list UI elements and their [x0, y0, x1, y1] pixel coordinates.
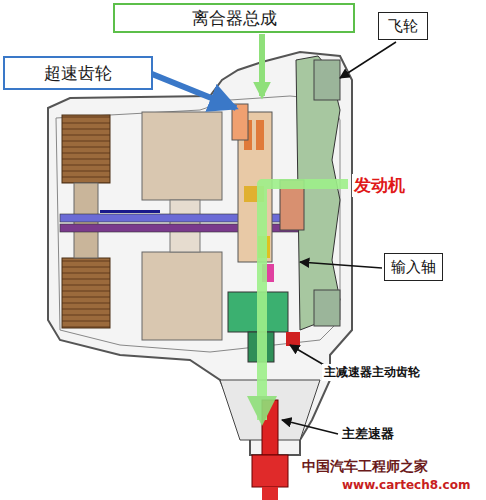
part-label: 发动机: [352, 174, 407, 197]
part-label: 主差速器: [340, 425, 396, 443]
watermark: 中国汽车工程师之家: [300, 458, 430, 476]
part-label: 主减速器主动齿轮: [322, 364, 422, 381]
callout-text: 离合器总成: [192, 7, 277, 30]
callout-text: 飞轮: [388, 17, 418, 36]
callout-text: 输入轴: [391, 258, 436, 277]
callout-text: 超速齿轮: [44, 62, 112, 85]
callout-box: 飞轮: [378, 12, 428, 40]
callout-box: 输入轴: [384, 253, 443, 281]
callout-box: 超速齿轮: [3, 56, 153, 90]
watermark: www.cartech8.com: [340, 478, 472, 492]
callout-box: 离合器总成: [113, 3, 355, 33]
